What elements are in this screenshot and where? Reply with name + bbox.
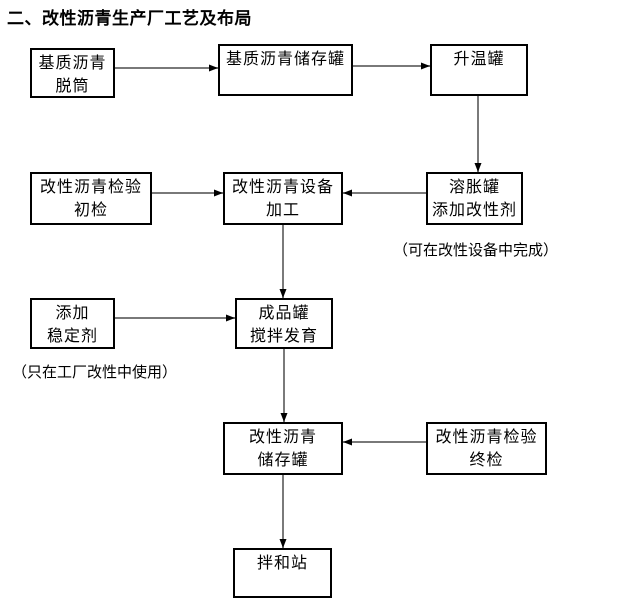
node-label-line: 改性沥青设备 [231,179,334,196]
node-label-line: 改性沥青检验 [435,429,538,446]
note-stabilizer-usage: （只在工厂改性中使用） [12,364,178,381]
node-base-asphalt-storage-tank: 基质沥青储存罐 [218,44,353,96]
node-label-line: 溶胀罐 [448,179,500,196]
node-label-line: 稳定剂 [46,328,98,345]
note-swelling-optional: （可在改性设备中完成） [393,242,559,259]
node-add-stabilizer: 添加 稳定剂 [30,298,115,349]
node-label-line: 终检 [469,452,504,469]
node-swelling-tank: 溶胀罐 添加改性剂 [426,172,523,225]
node-label-line: 成品罐 [258,305,310,322]
node-label-line: 添加 [55,305,90,322]
node-initial-inspection: 改性沥青检验 初检 [30,172,152,225]
node-mixing-station: 拌和站 [233,548,332,598]
node-label-line: 基质沥青储存罐 [225,51,345,68]
node-label-line: 加工 [265,202,300,219]
node-finished-product-tank: 成品罐 搅拌发育 [235,298,333,349]
node-label-line: 脱筒 [55,78,90,95]
node-label-line: 改性沥青 [248,429,317,446]
node-modified-asphalt-storage-tank: 改性沥青 储存罐 [223,422,343,475]
node-label-line: 拌和站 [256,555,308,572]
node-modified-asphalt-equipment-processing: 改性沥青设备 加工 [223,172,343,225]
node-final-inspection: 改性沥青检验 终检 [426,422,547,475]
node-label-line: 添加改性剂 [431,202,517,219]
node-heating-tank: 升温罐 [430,44,528,96]
node-label-line: 储存罐 [257,452,309,469]
page-title: 二、改性沥青生产厂工艺及布局 [7,9,252,28]
node-base-asphalt-unloading: 基质沥青 脱筒 [30,48,115,98]
node-label-line: 升温罐 [453,51,505,68]
node-label-line: 基质沥青 [38,55,107,72]
node-label-line: 改性沥青检验 [39,179,142,196]
node-label-line: 初检 [73,202,108,219]
node-label-line: 搅拌发育 [249,328,318,345]
